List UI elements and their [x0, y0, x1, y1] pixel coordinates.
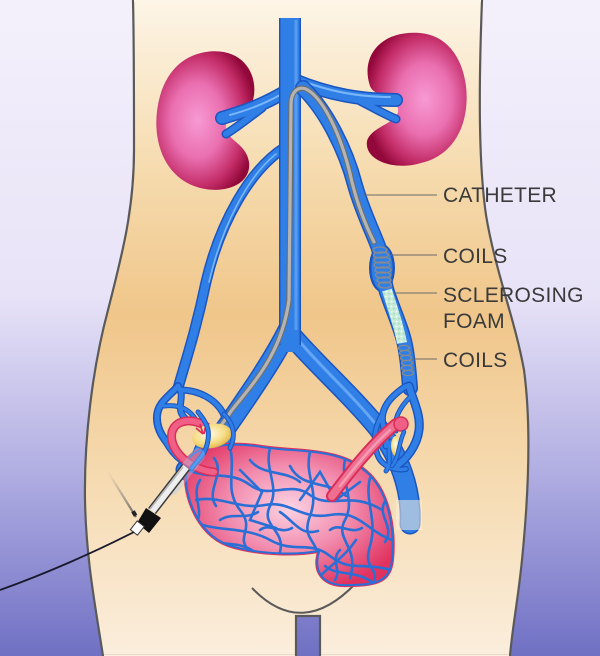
side-port-needle	[107, 471, 137, 518]
torso-top-edge	[134, 0, 481, 2]
kidney-right	[366, 32, 467, 166]
label-sclerosing: SCLEROSING	[443, 284, 584, 307]
groin-line	[251, 582, 357, 614]
pelvic-plexus-left-front	[189, 409, 236, 471]
kidney-left	[156, 51, 255, 190]
introducer-sheath	[107, 448, 205, 536]
catheter	[183, 85, 377, 473]
label-leaders	[363, 194, 437, 360]
label-coils-lower: COILS	[443, 349, 508, 372]
label-foam: FOAM	[443, 310, 505, 333]
guidewire	[0, 531, 135, 591]
embolization-coils-lower	[397, 344, 415, 377]
ovarian-vein-left	[172, 142, 290, 394]
fallopian-tube-right	[326, 416, 409, 502]
sclerosing-foam	[382, 288, 407, 344]
label-coils-upper: COILS	[443, 245, 508, 268]
pelvic-plexus-right-front	[389, 429, 407, 469]
embolization-coils-upper	[372, 246, 393, 289]
label-catheter: CATHETER	[443, 184, 557, 207]
